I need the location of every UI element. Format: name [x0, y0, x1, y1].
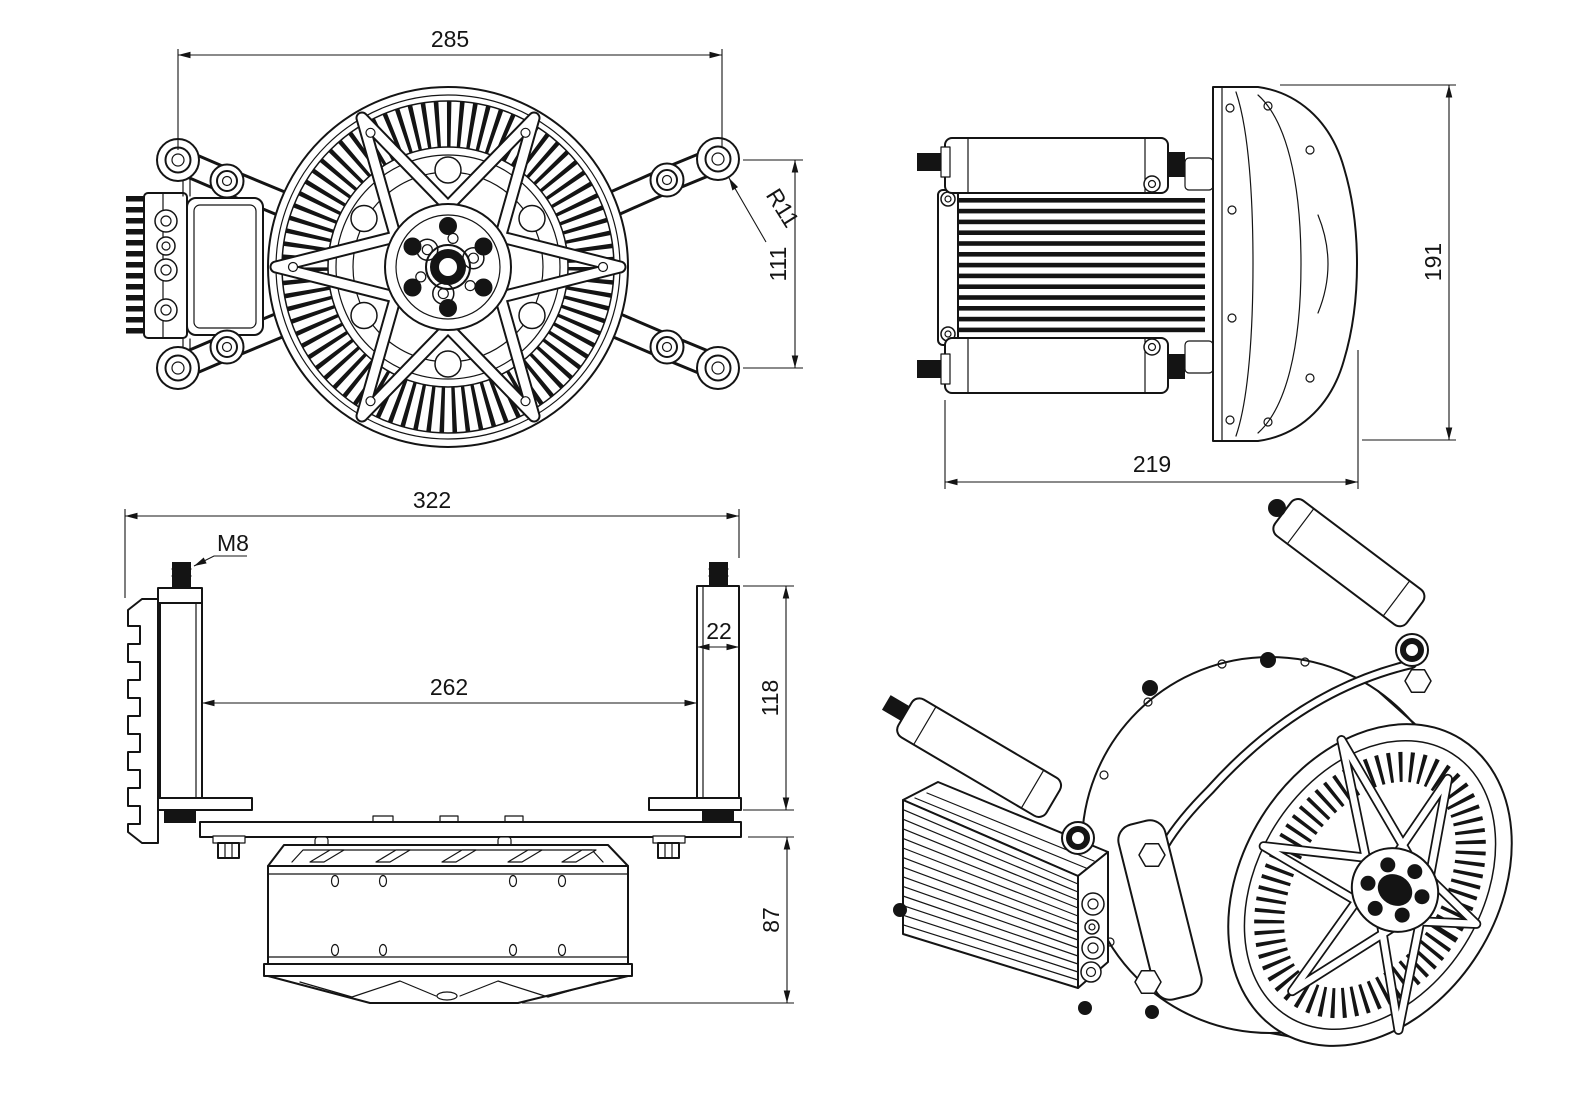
- iso-cylinder-left: [881, 695, 1095, 855]
- front-wheel: [267, 86, 629, 448]
- isometric-view: [881, 498, 1513, 1047]
- side-view: 219 191: [917, 84, 1456, 489]
- leader-r11: [728, 177, 767, 243]
- side-bracket: [937, 189, 959, 346]
- dim-side-width: 219: [1133, 451, 1171, 477]
- dim-front-radius: R11: [761, 184, 805, 232]
- front-controller-heatsink: [126, 171, 264, 363]
- iso-cylinder-top: [1160, 498, 1432, 850]
- bottom-heatsink-profile: [127, 598, 159, 844]
- leader-m8: [193, 555, 247, 567]
- dim-bottom-inner: 262: [430, 674, 468, 700]
- bottom-dimensions: 322 M8 22 262 118 87: [124, 487, 794, 1004]
- rim-tip-holes: [287, 127, 609, 407]
- dim-side-height: 191: [1420, 243, 1446, 281]
- dim-bottom-post-width: 22: [706, 618, 732, 644]
- front-view: 285 111 R11: [126, 26, 805, 448]
- dim-bottom-height: 118: [757, 680, 783, 717]
- bottom-left-post: [157, 562, 253, 823]
- side-cylinder-bottom: [917, 337, 1214, 394]
- dim-bottom-drum-height: 87: [758, 907, 784, 933]
- iso-hex-nut: [1404, 668, 1432, 694]
- rod-end-eyes: [156, 137, 740, 390]
- dim-bottom-thread: M8: [217, 530, 249, 556]
- iso-stator-teeth: [1254, 751, 1486, 1019]
- side-dimensions: 219 191: [944, 84, 1456, 489]
- wheel-hub: [384, 203, 512, 331]
- dim-front-height: 111: [765, 247, 791, 282]
- bottom-motor-drum: [263, 844, 633, 1004]
- mount-bracket: [186, 197, 264, 336]
- dim-bottom-overall: 322: [413, 487, 451, 513]
- dim-front-width: 285: [431, 26, 469, 52]
- iso-hub: [1350, 847, 1440, 933]
- stator-teeth-ring: [282, 101, 614, 433]
- side-wheel-profile: [1212, 86, 1358, 442]
- controller-terminals: [154, 209, 178, 322]
- side-heatsink: [937, 189, 1205, 346]
- spoke-pockets: [350, 156, 546, 378]
- side-cylinder-top: [917, 137, 1214, 194]
- bottom-view: 322 M8 22 262 118 87: [124, 487, 794, 1004]
- iso-heatsink: [893, 781, 1109, 1015]
- bottom-right-post: [648, 562, 742, 823]
- wheel-spokes: [269, 111, 627, 423]
- iso-spokes: [1258, 735, 1482, 1035]
- iso-axle-bracket: [1117, 819, 1203, 1019]
- bottom-base-plate: [199, 815, 742, 859]
- fin: [126, 196, 144, 202]
